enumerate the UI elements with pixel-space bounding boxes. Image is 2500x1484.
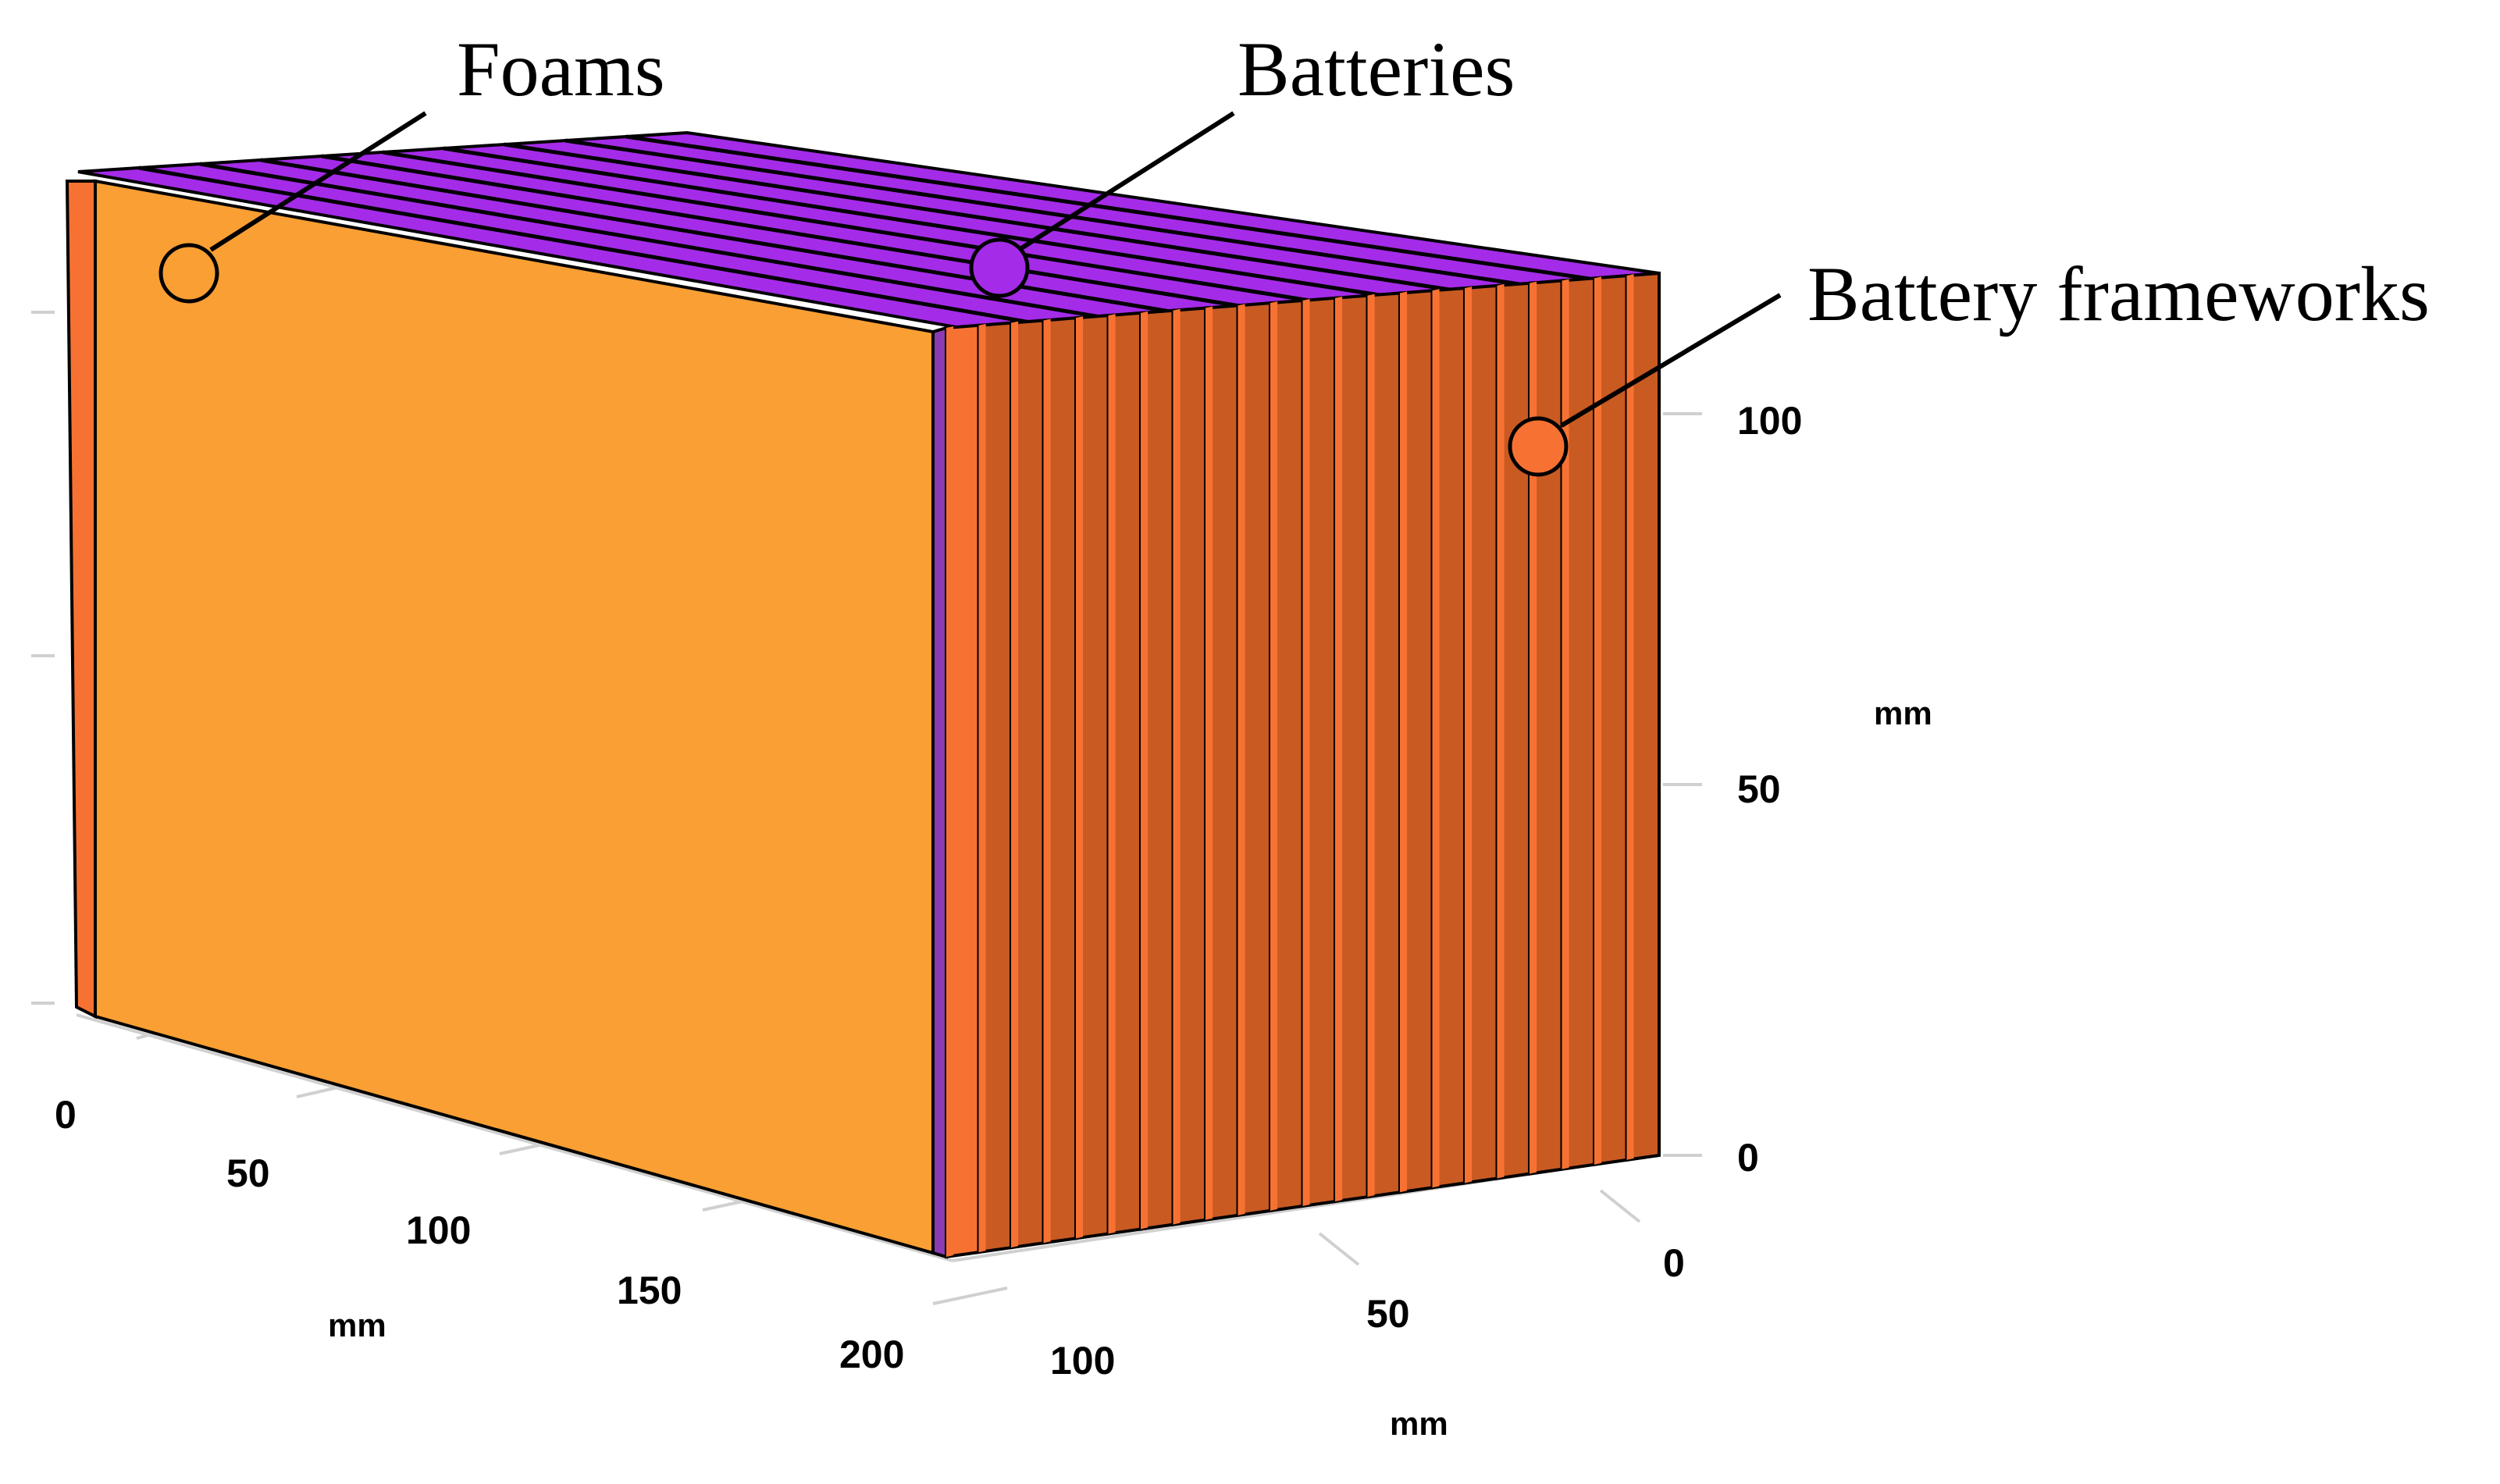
framework-edge-highlight <box>1400 291 1408 1193</box>
framework-edge-highlight <box>1530 281 1537 1174</box>
grid-line <box>1318 1232 1360 1266</box>
framework-edge-highlight <box>1367 294 1375 1198</box>
length-tick-100: 100 <box>406 1208 471 1252</box>
framework-edge-highlight <box>1562 279 1569 1169</box>
battery-separator-line <box>199 162 1101 319</box>
framework-edge-highlight <box>1173 308 1181 1225</box>
floor-edge-left <box>76 1013 953 1262</box>
battery-separator-line <box>138 165 1031 325</box>
framework-edge-highlight <box>1108 314 1116 1234</box>
foam-edge-strip <box>931 326 948 1259</box>
grid-line <box>932 1286 1008 1305</box>
framework-edge-highlight <box>1465 286 1473 1183</box>
frameworks-label: Battery frameworks <box>1807 251 2430 337</box>
framework-edge-highlight <box>1205 306 1213 1220</box>
framework-edge-highlight <box>1238 304 1245 1215</box>
battery-separator-line <box>625 134 1590 281</box>
length-tick-50: 50 <box>226 1151 270 1195</box>
framework-edge-highlight <box>1141 311 1149 1230</box>
framework-edge-highlight <box>1302 299 1310 1206</box>
height-tick-0: 0 <box>1737 1136 1759 1180</box>
battery-separator-lines <box>138 134 1590 325</box>
framework-edge-highlight <box>1626 274 1634 1160</box>
foams-label: Foams <box>457 26 665 112</box>
framework-edge-highlight <box>1043 319 1051 1244</box>
width-tick-50: 50 <box>1366 1292 1410 1336</box>
batteries-marker <box>969 237 1030 298</box>
foams-leader <box>209 111 427 252</box>
framework-edge-highlight <box>1335 296 1343 1202</box>
height-tick-100: 100 <box>1737 399 1802 443</box>
framework-edge-highlight <box>1011 321 1019 1248</box>
frameworks-marker <box>1508 416 1569 477</box>
framework-edge-highlight <box>1270 301 1278 1211</box>
battery-separator-line <box>564 138 1520 286</box>
height-tick-50: 50 <box>1737 767 1781 811</box>
foam-face <box>94 179 935 1255</box>
width-unit: mm <box>1390 1405 1448 1442</box>
length-tick-0: 0 <box>55 1093 77 1137</box>
width-tick-0: 0 <box>1663 1241 1685 1285</box>
left-framework-strip <box>65 180 97 1020</box>
battery-separator-line <box>321 154 1241 308</box>
width-tick-100: 100 <box>1050 1339 1115 1383</box>
foam-front <box>65 179 948 1259</box>
length-tick-200: 200 <box>839 1333 904 1376</box>
framework-edge-highlight <box>1076 316 1084 1239</box>
height-unit: mm <box>1874 695 1932 731</box>
framework-edge-highlight <box>978 323 986 1253</box>
battery-separator-line <box>382 150 1310 303</box>
batteries-leader <box>1017 111 1235 252</box>
axis-labels: 0 50 100 150 200 mm 0 50 100 mm 0 50 100… <box>55 399 1932 1442</box>
grid-line <box>1599 1189 1641 1223</box>
framework-edge-highlight <box>1432 289 1440 1188</box>
length-unit: mm <box>328 1307 386 1343</box>
framework-edge-highlight <box>946 326 954 1257</box>
framework-edge-highlight <box>1497 283 1505 1179</box>
foams-marker <box>158 243 219 304</box>
frameworks-leader <box>1560 293 1782 428</box>
battery-separator-line <box>443 146 1380 297</box>
battery-framework-stack <box>945 271 1661 1259</box>
callouts: Foams Batteries Battery frameworks <box>158 26 2430 477</box>
length-tick-150: 150 <box>617 1269 682 1312</box>
battery-separator-line <box>504 142 1450 292</box>
batteries-label: Batteries <box>1238 26 1515 112</box>
framework-edge-highlight <box>1594 276 1602 1165</box>
